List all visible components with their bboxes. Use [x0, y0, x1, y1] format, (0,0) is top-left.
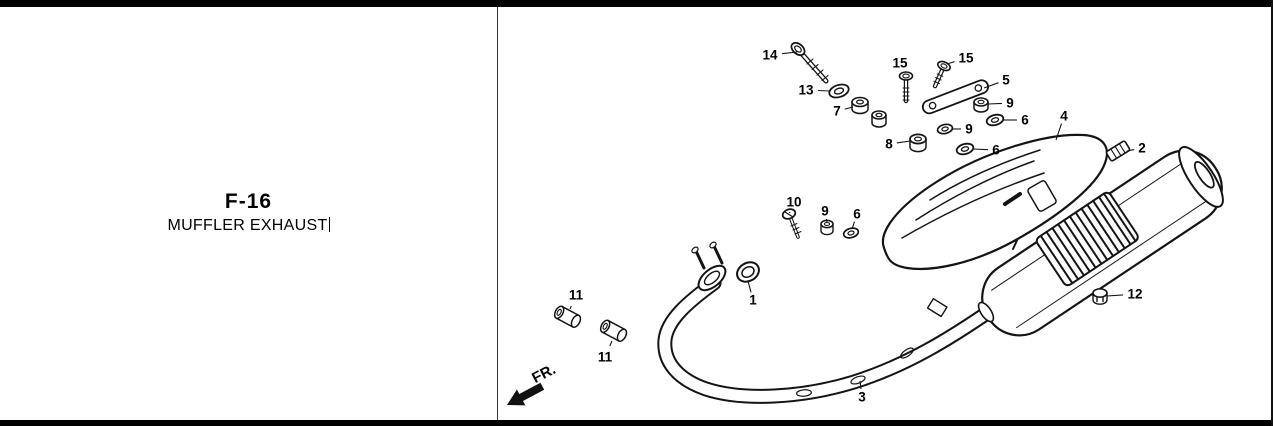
bottom-border-bar — [0, 420, 1273, 426]
section-code: F-16 — [224, 190, 273, 213]
section-title-text: MUFFLER EXHAUST — [167, 217, 328, 234]
section-title-block: F-16 MUFFLER EXHAUST — [0, 190, 497, 235]
section-info-panel: F-16 MUFFLER EXHAUST — [0, 7, 497, 420]
right-border — [1271, 0, 1273, 426]
section-title: MUFFLER EXHAUST — [0, 217, 497, 235]
top-border-bar — [0, 0, 1273, 7]
panel-divider — [497, 7, 498, 420]
text-cursor — [328, 217, 330, 232]
